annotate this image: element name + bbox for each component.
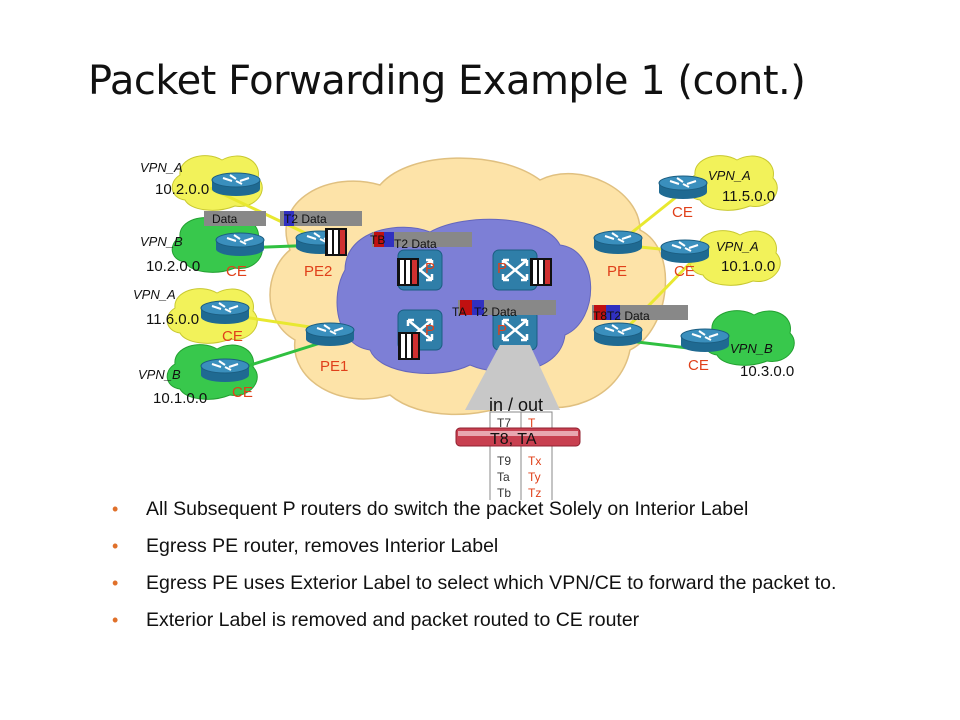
table-header: in / out xyxy=(489,395,543,415)
ce-router xyxy=(211,172,261,197)
pe-label: PE xyxy=(607,263,627,280)
packet-label: T2 Data xyxy=(607,309,650,323)
ce-label: CE xyxy=(674,263,695,280)
table-highlight: T8, TA xyxy=(490,431,537,448)
ce-label: CE xyxy=(222,328,243,345)
vpn-label: VPN_A xyxy=(140,160,183,175)
pe1-router xyxy=(305,322,355,347)
p-label: P xyxy=(497,260,507,277)
pe-router-egress xyxy=(593,230,643,255)
bullet-dot-icon: • xyxy=(112,573,119,593)
bullet-text: Exterior Label is removed and packet rou… xyxy=(146,609,640,631)
site-cloud xyxy=(689,230,781,286)
network-address: 11.6.0.0 xyxy=(146,311,199,328)
ce-router xyxy=(200,358,250,383)
packet-label: T8 xyxy=(593,309,607,323)
packet-label: T2 Data xyxy=(284,212,327,226)
bullet-item: • All Subsequent P routers do switch the … xyxy=(112,498,872,521)
p-label: P xyxy=(425,260,435,277)
ce-router xyxy=(660,239,710,264)
packet-label: TB xyxy=(370,233,385,247)
packet-label: T2 Data xyxy=(474,305,517,319)
packet-icon xyxy=(398,332,420,360)
vpn-label: VPN_B xyxy=(730,341,773,356)
table-in-cell: Ta xyxy=(497,470,510,484)
network-address: 10.1.0.0 xyxy=(153,390,207,407)
network-diagram: VPN_A VPN_B VPN_A VPN_B VPN_A VPN_A VPN_… xyxy=(133,155,795,500)
table-out-cell: Ty xyxy=(528,470,541,484)
bullet-text: Egress PE uses Exterior Label to select … xyxy=(146,572,837,594)
pe2-label: PE2 xyxy=(304,263,332,280)
bullet-dot-icon: • xyxy=(112,536,119,556)
bullet-list: • All Subsequent P routers do switch the … xyxy=(112,498,872,646)
packet-label: T2 Data xyxy=(394,237,437,251)
vpn-label: VPN_A xyxy=(716,239,759,254)
network-address: 10.2.0.0 xyxy=(146,258,200,275)
table-in-cell: Tb xyxy=(497,486,511,500)
site-cloud xyxy=(686,155,778,211)
ce-label: CE xyxy=(232,384,253,401)
table-out-cell: Tx xyxy=(528,454,541,468)
network-address: 10.3.0.0 xyxy=(740,363,794,380)
packet-label: TA xyxy=(452,305,466,319)
network-address: 10.2.0.0 xyxy=(155,181,209,198)
network-address: 11.5.0.0 xyxy=(722,188,775,205)
vpn-label: VPN_B xyxy=(140,234,183,249)
table-pointer xyxy=(465,345,560,410)
slide-title: Packet Forwarding Example 1 (cont.) xyxy=(88,58,806,104)
ce-label: CE xyxy=(226,263,247,280)
vpn-label: VPN_A xyxy=(708,168,751,183)
table-out-cell: T xyxy=(528,416,536,430)
pe-router xyxy=(593,322,643,347)
ce-label: CE xyxy=(688,357,709,374)
vpn-label: VPN_A xyxy=(133,287,176,302)
bullet-text: All Subsequent P routers do switch the p… xyxy=(146,498,749,520)
bullet-item: • Exterior Label is removed and packet ro… xyxy=(112,609,872,632)
bullet-text: Egress PE router, removes Interior Label xyxy=(146,535,499,557)
ce-router xyxy=(215,232,265,257)
table-out-cell: Tz xyxy=(528,486,541,500)
bullet-item: • Egress PE uses Exterior Label to select… xyxy=(112,572,872,595)
network-address: 10.1.0.0 xyxy=(721,258,775,275)
packet-icon xyxy=(397,258,419,286)
ce-router xyxy=(658,175,708,200)
ce-router xyxy=(680,328,730,353)
ce-router xyxy=(200,300,250,325)
p-label: P xyxy=(425,322,435,339)
vpn-label: VPN_B xyxy=(138,367,181,382)
table-in-cell: T9 xyxy=(497,454,511,468)
packet-icon xyxy=(325,228,347,256)
pe1-label: PE1 xyxy=(320,358,348,375)
bullet-dot-icon: • xyxy=(112,499,119,519)
packet-data-label: Data xyxy=(212,212,238,226)
table-in-cell: T7 xyxy=(497,416,511,430)
bullet-item: • Egress PE router, removes Interior Labe… xyxy=(112,535,872,558)
ce-label: CE xyxy=(672,204,693,221)
site-cloud xyxy=(703,310,795,366)
p-label: P xyxy=(497,322,507,339)
bullet-dot-icon: • xyxy=(112,610,119,630)
packet-icon xyxy=(530,258,552,286)
